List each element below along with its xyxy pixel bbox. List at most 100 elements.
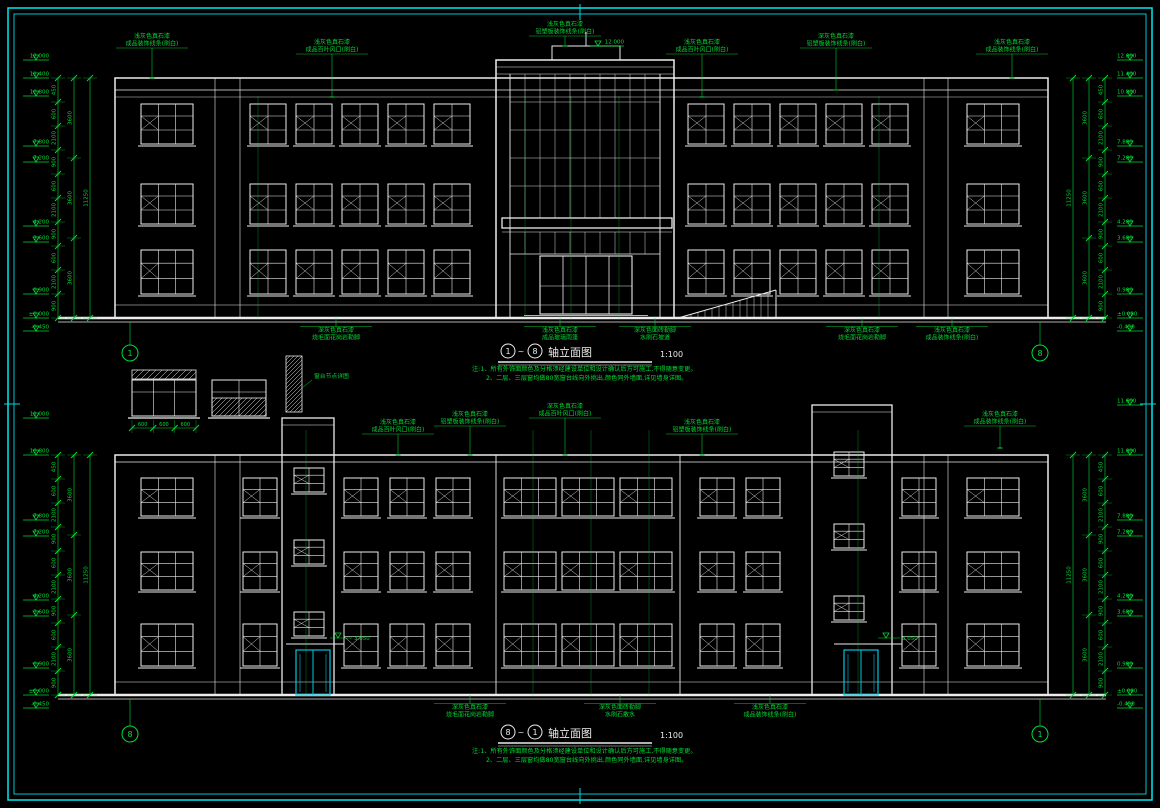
annotation-text: 浅灰色真石漆 [542,326,578,334]
level-text: 0.900 [33,662,49,668]
level-triangle [32,72,40,79]
window [777,249,819,297]
casement-mark [833,531,850,540]
dimension-text: 2100 [1099,652,1105,666]
casement-mark [435,489,454,503]
level-text: 7.200 [33,156,49,162]
title-axis-bubble [500,724,516,740]
hatch-line [188,371,196,379]
hatch-line [286,375,302,393]
window [964,103,1022,147]
level-triangle [32,662,40,669]
window [743,623,783,669]
hatch-line [212,398,228,414]
axis-bubble [121,344,139,362]
axis-bubble [1031,725,1049,743]
window [293,103,335,147]
dimension-text: 600 [159,422,169,428]
hatch-line [286,356,299,369]
window-frame [966,249,1020,295]
casement-mark [901,489,920,503]
level-triangle [1126,449,1134,456]
casement-mark [966,636,985,652]
level-triangle [32,325,40,332]
level-triangle [1126,156,1134,163]
hatch-line [213,398,233,416]
level-markers: 11.60011.0007.8007.2004.2003.6000.900±0.… [1117,399,1143,709]
casement-mark [295,263,315,279]
hatch-line [233,398,253,416]
window [240,551,280,593]
casement-mark [389,636,408,652]
level-triangle [1126,312,1134,319]
drawing-scale: 1:100 [660,350,683,359]
top-elevation-drawing: 4506002100900600210090060021009003600360… [23,20,1143,342]
dimension-text: 11250 [84,566,90,584]
hatch-border [211,397,267,417]
casement-mark [825,115,845,131]
annotation-text: 成品玻璃雨篷 [542,334,578,342]
casement-mark [687,115,707,131]
level-text: -0.450 [1117,702,1135,708]
window [341,623,381,669]
hatch-line [164,370,175,379]
annotation-text: 成品百叶风口(刷白) [539,410,592,418]
level-text: 3.600 [33,236,49,242]
level-text: 4.200 [1117,594,1133,600]
casement-mark [293,547,310,556]
dimension-text: 450 [1099,84,1105,95]
drawing-scale: 1:100 [660,731,683,740]
annotation-text: 浅灰色真石漆 [934,326,970,334]
window [501,477,559,519]
level-triangle [882,632,890,639]
casement-mark [871,115,891,131]
dimension-text: 900 [52,533,58,544]
casement-mark [966,489,985,503]
level-text: ±0.000 [29,689,50,695]
level-text: 7.200 [1117,530,1133,536]
hatch-line [212,398,218,404]
casement-mark [242,563,261,577]
casement-mark [733,115,753,131]
dimension-text: 3600 [1083,648,1089,662]
casement-mark [293,619,310,628]
annotation-text: 成品装饰线条(刷白) [744,711,797,719]
window [685,103,727,147]
level-triangle [334,632,342,639]
title-axis-number: 1 [532,728,537,737]
annotation-text: 深灰色真石漆 [318,326,354,334]
casement-mark [140,195,159,211]
drawing-title: 轴立面图 [548,726,592,740]
axis-bubble-number: 1 [1037,730,1042,739]
hatch-line [289,399,302,412]
window [731,249,773,297]
dimension-text: 2100 [52,203,58,217]
window [617,623,675,669]
window-frame [561,551,615,591]
casement-mark [249,263,269,279]
title-separator: ~ [518,347,525,356]
title-axis-bubble [527,343,543,359]
level-triangle [1126,140,1134,147]
level-triangle [32,312,40,319]
casement-mark [389,489,408,503]
dimension-text: 3600 [1083,568,1089,582]
level-triangle [32,702,40,709]
entry-ramp [677,289,777,319]
axis-bubble [121,725,139,743]
lintel-hatch [132,370,196,379]
dimension-text: 450 [52,84,58,95]
casement-mark [779,115,799,131]
bottom-elevation-title: 8 1 8 ~ 1 轴立面图 1:100 注:1、所有外饰面颜色及分格须经建设单… [121,699,1049,764]
axis-bubble-number: 8 [1037,349,1042,358]
hatch-line [170,370,181,379]
casement-mark [745,489,764,503]
dimension-text: 600 [52,108,58,119]
level-triangle [32,140,40,147]
level-triangle [1126,514,1134,521]
level-text: 10.800 [30,90,50,96]
casement-mark [249,195,269,211]
